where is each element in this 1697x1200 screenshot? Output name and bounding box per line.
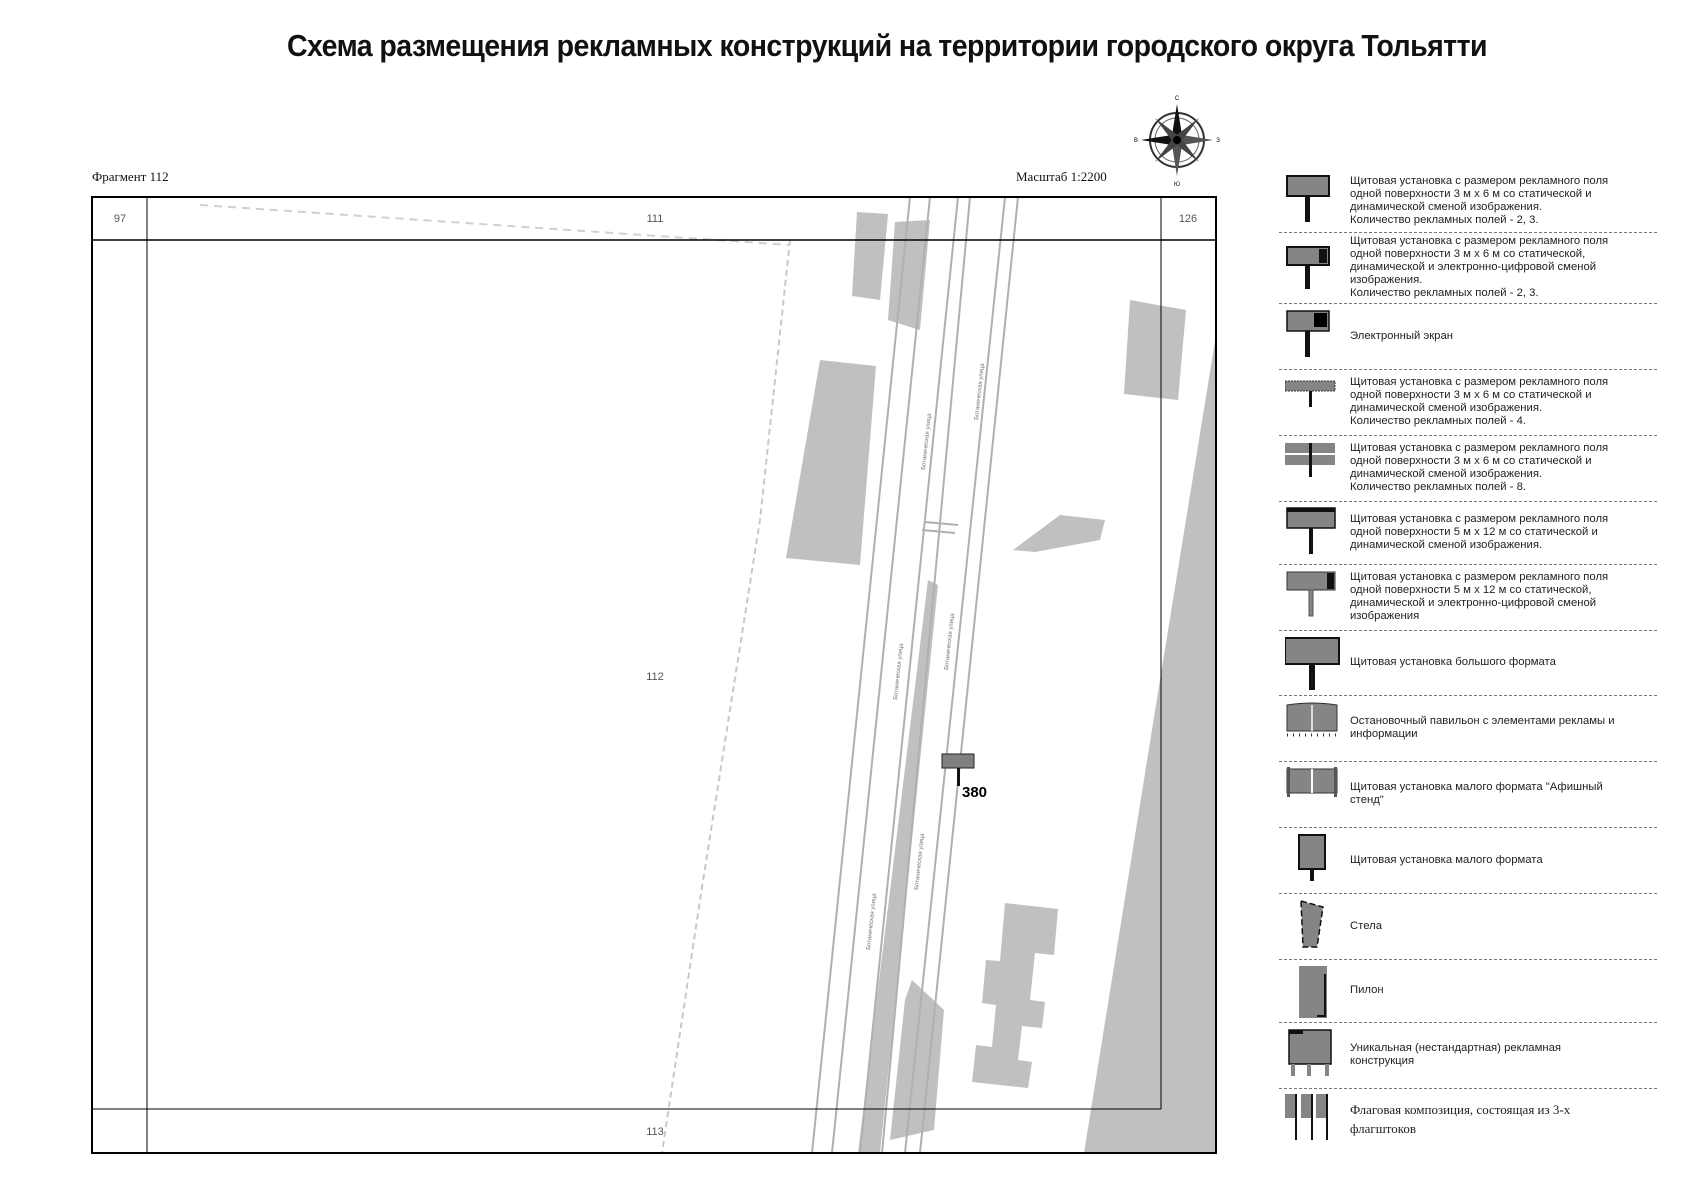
- legend-item-label: Флаговая композиция, состоящая из 3-х фл…: [1350, 1102, 1571, 1136]
- bus-stop-pavilion-icon: [1285, 701, 1343, 762]
- legend-item-label: Электронный экран: [1350, 329, 1453, 342]
- electronic-screen-icon: [1285, 309, 1343, 370]
- land-area: [1084, 335, 1216, 1153]
- pylon-icon: [1285, 964, 1343, 1025]
- street-label: Ботаническая улица: [866, 892, 878, 950]
- legend-item: Щитовая установка с размером рекламного …: [1279, 232, 1657, 304]
- building: [1013, 515, 1105, 552]
- legend-item-label: Щитовая установка с размером рекламного …: [1350, 442, 1609, 493]
- legend-item-label: Щитовая установка с размером рекламного …: [1350, 513, 1609, 551]
- parking-area: [890, 980, 944, 1140]
- legend-item: Уникальная (нестандартная) рекламная кон…: [1279, 1022, 1657, 1089]
- field-edge: [661, 239, 791, 1153]
- large-format-billboard-icon: [1284, 636, 1343, 697]
- map-frame: [91, 196, 1217, 1154]
- compass-south: Ю: [1174, 182, 1180, 188]
- road-median: [858, 580, 938, 1153]
- legend-item: Щитовая установка с размером рекламного …: [1279, 435, 1657, 502]
- legend-item: Остановочный павильон с элементами рекла…: [1279, 695, 1657, 762]
- unique-construction-icon: [1285, 1028, 1343, 1089]
- street-label: Ботаническая улица: [944, 612, 956, 670]
- billboard-marker[interactable]: 380: [941, 753, 987, 801]
- billboard-4-fields-icon: [1284, 375, 1343, 436]
- fragment-label: Фрагмент 112: [92, 169, 169, 184]
- legend-item: Щитовая установка малого формата: [1279, 827, 1657, 894]
- street-label: Ботаническая улица: [914, 832, 926, 890]
- legend-item-label: Щитовая установка малого формата "Афишны…: [1350, 781, 1603, 806]
- legend-item: Щитовая установка большого формата: [1279, 630, 1657, 696]
- legend-item: Электронный экран: [1279, 303, 1657, 370]
- street-labels: Ботаническая улица Ботаническая улица Бо…: [866, 362, 986, 950]
- sheet-label-top-right[interactable]: 126: [1179, 213, 1197, 225]
- legend-item: Щитовая установка малого формата "Афишны…: [1279, 761, 1657, 828]
- building: [972, 903, 1058, 1088]
- sheet-label-top-center[interactable]: 111: [647, 213, 664, 225]
- small-format-billboard-icon: [1285, 833, 1343, 894]
- legend-item: Стела: [1279, 893, 1657, 960]
- legend-item-label: Уникальная (нестандартная) рекламная кон…: [1350, 1042, 1561, 1067]
- street-label: Ботаническая улица: [974, 362, 986, 420]
- compass-east: З: [1216, 138, 1220, 144]
- flag-composition-icon: [1285, 1092, 1343, 1153]
- legend-item-label: Щитовая установка с размером рекламного …: [1350, 235, 1609, 299]
- street-label: Ботаническая улица: [921, 412, 933, 470]
- legend-item-label: Стела: [1350, 919, 1382, 932]
- stele-icon: [1285, 899, 1343, 960]
- building: [852, 212, 888, 300]
- sheet-label-bottom-center[interactable]: 113: [646, 1126, 664, 1138]
- billboard-3x6-digital-icon: [1285, 241, 1343, 302]
- legend-item: Щитовая установка с размером рекламного …: [1279, 170, 1657, 233]
- legend-item: Щитовая установка с размером рекламного …: [1279, 564, 1657, 631]
- legend-item-label: Щитовая установка с размером рекламного …: [1350, 376, 1609, 427]
- legend-item-label: Щитовая установка с размером рекламного …: [1350, 571, 1609, 622]
- building: [1124, 300, 1186, 400]
- compass-north: С: [1175, 96, 1180, 102]
- legend-item-label: Щитовая установка с размером рекламного …: [1350, 175, 1609, 226]
- building: [888, 220, 930, 330]
- legend-item: Пилон: [1279, 959, 1657, 1023]
- billboard-5x12-digital-icon: [1285, 570, 1343, 631]
- billboard-3x6-icon: [1285, 174, 1343, 235]
- road-lines: [811, 197, 1019, 1153]
- billboard-5x12-icon: [1285, 506, 1343, 567]
- compass-rose-icon: С Ю В З: [1134, 96, 1220, 188]
- legend-item-label: Щитовая установка малого формата: [1350, 853, 1543, 866]
- billboard-8-fields-icon: [1285, 441, 1343, 502]
- legend-item-label: Пилон: [1350, 984, 1384, 996]
- scale-label: Масштаб 1:2200: [1016, 169, 1107, 184]
- compass-west: В: [1134, 138, 1138, 144]
- page-title: Схема размещения рекламных конструкций н…: [286, 28, 1488, 63]
- legend-item: Флаговая композиция, состоящая из 3-х фл…: [1279, 1088, 1657, 1150]
- sheet-label-center: 112: [646, 671, 664, 683]
- legend-item: Щитовая установка с размером рекламного …: [1279, 501, 1657, 565]
- sheet-label-top-left[interactable]: 97: [114, 213, 126, 225]
- marker-id: 380: [962, 784, 987, 801]
- poster-stand-icon: [1285, 767, 1343, 828]
- legend-item-label: Щитовая установка большого формата: [1350, 656, 1556, 668]
- street-label: Ботаническая улица: [893, 642, 905, 700]
- building: [786, 360, 876, 565]
- map-content: Ботаническая улица Ботаническая улица Бо…: [199, 197, 1216, 1153]
- legend-item: Щитовая установка с размером рекламного …: [1279, 369, 1657, 436]
- legend-item-label: Остановочный павильон с элементами рекла…: [1350, 715, 1615, 740]
